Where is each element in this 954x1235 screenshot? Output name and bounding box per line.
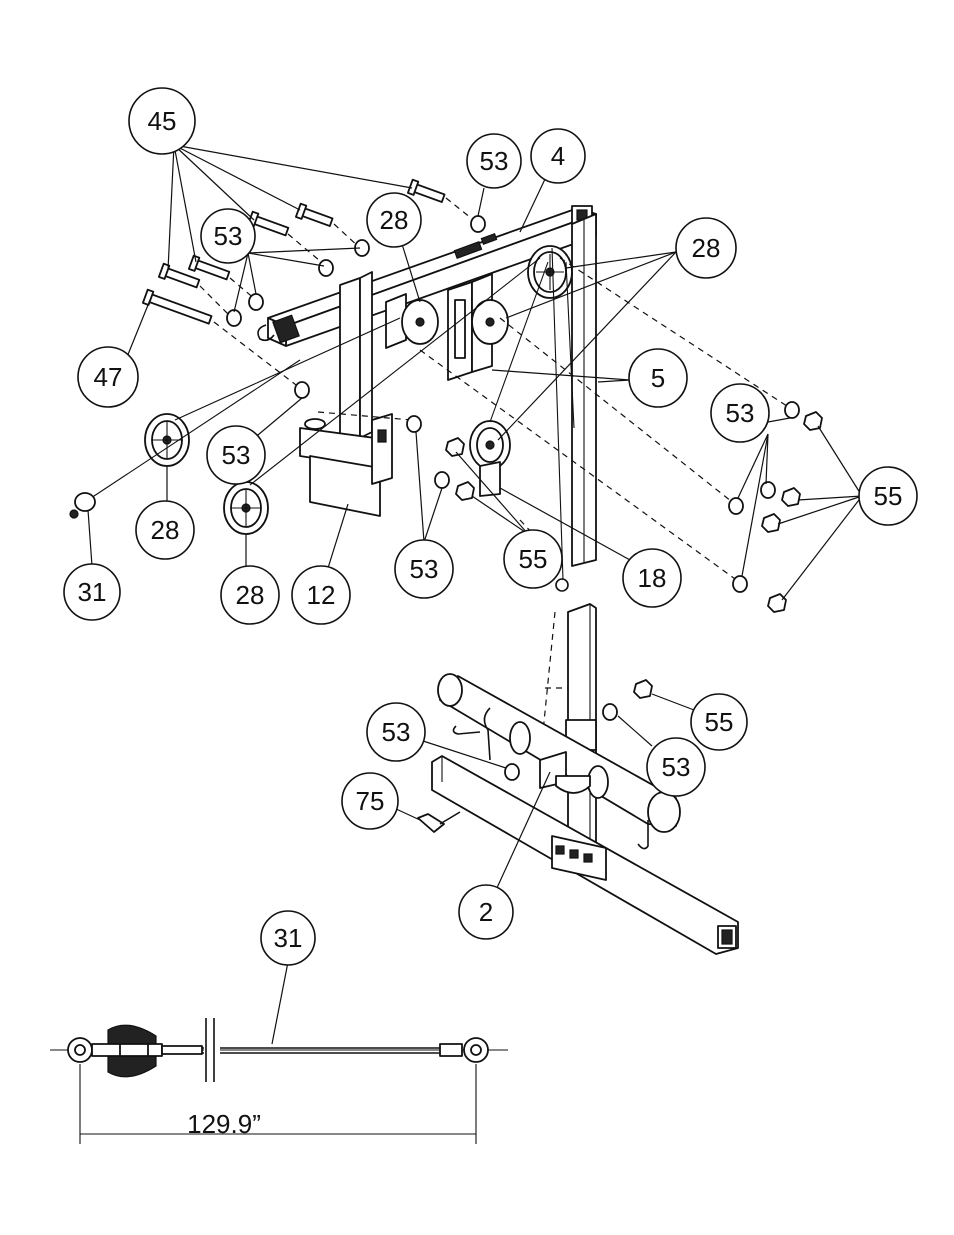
callout-55: 55	[503, 529, 563, 589]
svg-text:18: 18	[638, 563, 667, 593]
svg-text:47: 47	[94, 362, 123, 392]
callout-53: 53	[206, 425, 266, 485]
svg-text:28: 28	[380, 205, 409, 235]
callout-53: 53	[466, 133, 522, 189]
callout-28: 28	[366, 192, 422, 248]
svg-text:5: 5	[651, 363, 665, 393]
callout-53: 53	[200, 208, 256, 264]
svg-text:53: 53	[214, 221, 243, 251]
leader-lines	[87, 144, 863, 1045]
callout-28: 28	[675, 217, 737, 279]
svg-text:53: 53	[662, 752, 691, 782]
callout-4: 4	[530, 128, 586, 184]
bolt-part-75	[417, 811, 461, 833]
bolt-part-47	[142, 288, 213, 325]
svg-text:28: 28	[692, 233, 721, 263]
callout-2: 2	[458, 884, 514, 940]
svg-text:55: 55	[705, 707, 734, 737]
handle-bar	[437, 673, 681, 850]
base-beam	[431, 755, 739, 955]
svg-text:55: 55	[874, 481, 903, 511]
svg-text:4: 4	[551, 141, 565, 171]
callout-28: 28	[220, 565, 280, 625]
callout-5: 5	[628, 348, 688, 408]
svg-text:53: 53	[222, 440, 251, 470]
svg-text:28: 28	[151, 515, 180, 545]
pulley-left	[144, 413, 190, 467]
callout-47: 47	[77, 346, 139, 408]
svg-text:12: 12	[307, 580, 336, 610]
svg-text:28: 28	[236, 580, 265, 610]
cables	[87, 247, 575, 581]
bolts-part-45	[158, 178, 446, 289]
cable-detail-part-31	[50, 1016, 508, 1144]
svg-text:2: 2	[479, 897, 493, 927]
callout-28: 28	[135, 500, 195, 560]
pulley-upper-mid	[401, 299, 439, 345]
carriage-part-12	[299, 413, 393, 517]
callout-31: 31	[260, 910, 316, 966]
pulley-lower-left	[223, 481, 269, 535]
callout-53: 53	[710, 383, 770, 443]
callout-55: 55	[690, 693, 748, 751]
callout-55: 55	[858, 466, 918, 526]
callout-18: 18	[622, 548, 682, 608]
cable-end-ball	[69, 492, 569, 592]
svg-text:55: 55	[519, 544, 548, 574]
svg-text:75: 75	[356, 786, 385, 816]
svg-text:53: 53	[726, 398, 755, 428]
svg-text:53: 53	[382, 717, 411, 747]
pulley-mid-right	[469, 420, 511, 497]
upright-post	[571, 213, 597, 567]
pulley-upper-right	[527, 245, 573, 299]
nuts-part-55	[445, 411, 823, 699]
callout-31: 31	[63, 563, 121, 621]
svg-text:31: 31	[78, 577, 107, 607]
svg-text:53: 53	[480, 146, 509, 176]
callout-53: 53	[394, 539, 454, 599]
callout-53: 53	[646, 737, 706, 797]
cable-length-label: 129.9”	[187, 1109, 261, 1139]
callout-53: 53	[366, 702, 426, 762]
callout-45: 45	[128, 87, 196, 155]
svg-text:31: 31	[274, 923, 303, 953]
washers-part-53	[226, 215, 800, 781]
lower-post	[565, 603, 597, 869]
callout-75: 75	[341, 772, 399, 830]
svg-text:53: 53	[410, 554, 439, 584]
pulley-upper-center	[471, 299, 509, 345]
svg-text:45: 45	[148, 106, 177, 136]
callout-12: 12	[291, 565, 351, 625]
